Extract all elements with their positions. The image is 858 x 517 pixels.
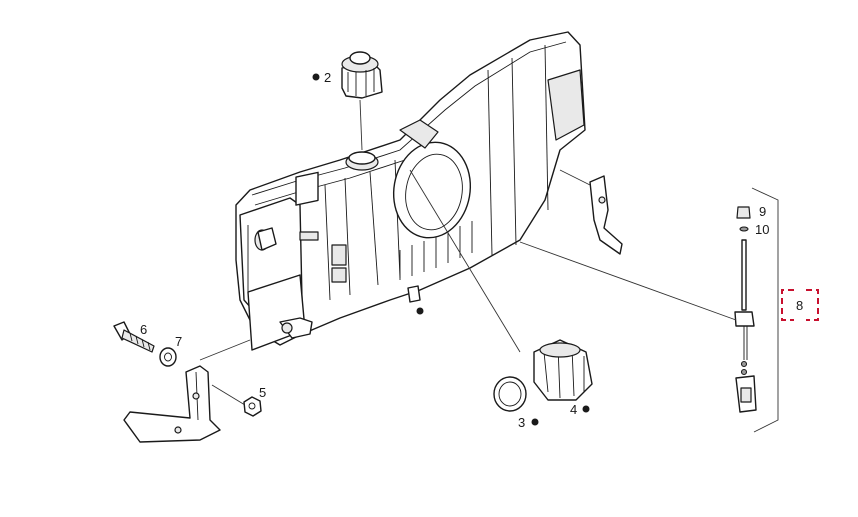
washer[interactable]: [159, 347, 177, 367]
leader-line-sensor: [519, 241, 737, 321]
callout-label: 8: [796, 298, 803, 313]
level-sensor-assembly[interactable]: [734, 206, 757, 413]
left-mounting-bracket[interactable]: [123, 365, 221, 443]
highlight-bracket-8[interactable]: [781, 289, 819, 321]
callout-10[interactable]: 10: [755, 222, 769, 237]
sensor-group-bracket: [751, 187, 779, 433]
callout-label: 5: [259, 385, 266, 400]
leader-line-opening: [409, 169, 521, 353]
hex-bolt[interactable]: [113, 321, 155, 353]
callout-2[interactable]: 2: [312, 70, 332, 85]
callout-6[interactable]: 6: [140, 322, 147, 337]
callout-9[interactable]: 9: [759, 204, 766, 219]
leader-line-bracket: [559, 169, 591, 186]
callout-label: 7: [175, 334, 182, 349]
callout-5[interactable]: 5: [259, 385, 266, 400]
callout-label: 10: [755, 222, 769, 237]
sensor-cap: [736, 206, 751, 219]
callout-label: 4: [570, 402, 577, 417]
callout-4[interactable]: 4: [570, 402, 590, 417]
sensor-seal: [739, 226, 749, 232]
expansion-tank[interactable]: [235, 31, 586, 351]
o-ring-seal[interactable]: [493, 376, 527, 412]
filler-cap-nut[interactable]: [533, 339, 593, 401]
callout-8[interactable]: 8: [796, 298, 803, 313]
callout-label: 2: [324, 70, 331, 85]
right-mounting-bracket[interactable]: [589, 175, 623, 255]
outlet-marker-dot: [416, 307, 424, 315]
callout-7[interactable]: 7: [175, 334, 182, 349]
hex-nut[interactable]: [243, 396, 262, 417]
tank-cap[interactable]: [341, 51, 383, 99]
callout-3[interactable]: 3: [518, 415, 539, 430]
callout-label: 6: [140, 322, 147, 337]
callout-label: 9: [759, 204, 766, 219]
leader-line-2: [359, 99, 363, 151]
callout-label: 3: [518, 415, 525, 430]
leader-line-left-bracket: [199, 339, 251, 361]
leader-line-nut: [211, 384, 246, 406]
